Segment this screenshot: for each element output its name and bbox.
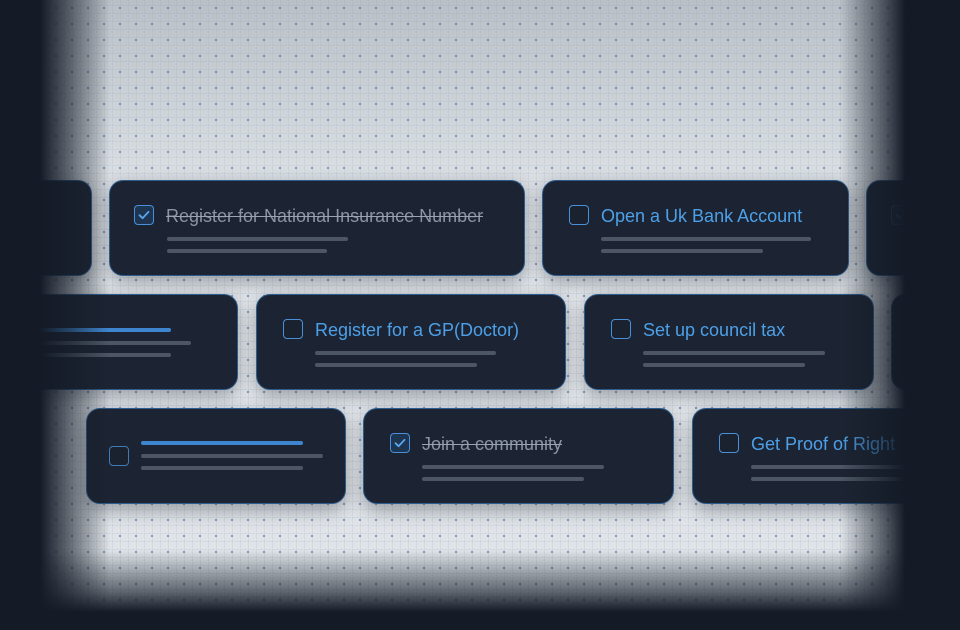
task-card-partial-left-row1[interactable] [28,180,92,276]
checkbox[interactable] [283,319,303,339]
task-title: Get Proof of Right [751,434,896,454]
task-card-national-insurance[interactable]: Register for National Insurance Number [109,180,525,276]
placeholder-line [315,351,496,355]
placeholder-line-highlight [21,328,171,332]
check-icon [138,210,150,220]
placeholder-line [751,465,933,469]
placeholder-line [21,341,191,345]
task-title: Register for National Insurance Number [166,206,484,226]
placeholder-line [601,249,763,253]
placeholder-line [601,237,811,241]
task-card-partial-right-row1[interactable] [866,180,960,276]
placeholder-line [751,477,913,481]
task-card-placeholder[interactable] [86,408,346,504]
task-title: Set up council tax [643,320,786,340]
task-title: Open a Uk Bank Account [601,206,803,226]
placeholder-line [21,353,171,357]
placeholder-line [422,477,584,481]
task-title: Join a community [422,434,563,454]
checkbox[interactable] [719,433,739,453]
task-card-partial-left-row2[interactable] [0,294,238,390]
placeholder-line [643,351,825,355]
task-card-gp-doctor[interactable]: Register for a GP(Doctor) [256,294,566,390]
task-card-bank-account[interactable]: Open a Uk Bank Account [542,180,849,276]
checkbox-checked[interactable] [134,205,154,225]
placeholder-line [643,363,805,367]
placeholder-line [141,454,323,458]
placeholder-line [422,465,604,469]
task-card-council-tax[interactable]: Set up council tax [584,294,874,390]
check-icon [394,438,406,448]
placeholder-line [315,363,477,367]
task-card-proof-of-right[interactable]: Get Proof of Right [692,408,960,504]
placeholder-line [167,249,327,253]
placeholder-line-highlight [141,441,303,445]
check-icon [895,210,907,220]
task-title: Register for a GP(Doctor) [315,320,520,340]
checkbox-checked[interactable] [891,205,911,225]
checkbox[interactable] [569,205,589,225]
task-card-partial-right-row2[interactable] [891,294,960,390]
checkbox[interactable] [611,319,631,339]
checkbox-checked[interactable] [390,433,410,453]
placeholder-line [167,237,348,241]
task-card-community[interactable]: Join a community [363,408,674,504]
placeholder-line [141,466,303,470]
checkbox[interactable] [109,446,129,466]
